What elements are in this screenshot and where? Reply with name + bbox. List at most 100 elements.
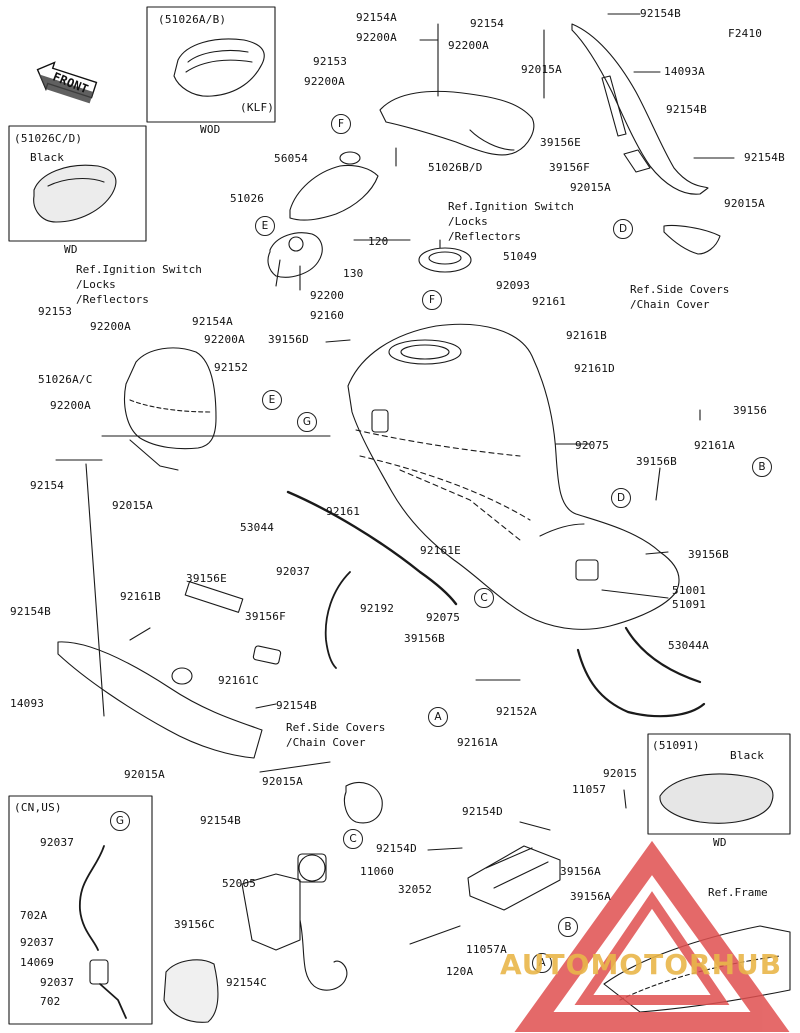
inset-frame-51091 <box>647 733 791 835</box>
part-label: 92200A <box>448 39 489 52</box>
part-label: 51001 <box>672 584 707 597</box>
part-label: 52005 <box>222 877 257 890</box>
part-label: 92093 <box>496 279 531 292</box>
inset-51026cd-title: (51026C/D) <box>14 132 83 145</box>
part-label: 51091 <box>672 598 707 611</box>
part-label: 92152 <box>214 361 249 374</box>
inset-frame-51026cd <box>8 125 147 242</box>
ref-ignition-left: Ref.Ignition Switch /Locks /Reflectors <box>76 263 202 306</box>
part-label: 92161B <box>120 590 161 603</box>
inset-51091-color: Black <box>730 749 765 762</box>
part-label: 92161E <box>420 544 461 557</box>
part-label: 56054 <box>274 152 309 165</box>
inset-51026cd-color: Black <box>30 151 65 164</box>
figure-code: F2410 <box>728 27 763 40</box>
part-label: 39156A <box>570 890 611 903</box>
part-label: 92037 <box>40 976 75 989</box>
watermark-text: AUTOMOTORHUB <box>500 948 783 981</box>
part-label: 53044 <box>240 521 275 534</box>
part-label: 92154B <box>10 605 51 618</box>
part-label: 92161C <box>218 674 259 687</box>
part-label: 92037 <box>40 836 75 849</box>
part-label: 92037 <box>20 936 55 949</box>
part-label: 92154D <box>376 842 417 855</box>
part-label: 11060 <box>360 865 395 878</box>
part-label: 39156B <box>636 455 677 468</box>
part-label: 702 <box>40 995 61 1008</box>
part-label: 39156E <box>540 136 581 149</box>
callout-b: B <box>558 917 578 937</box>
part-label: 32052 <box>398 883 433 896</box>
callout-f: F <box>331 114 351 134</box>
part-label: 39156E <box>186 572 227 585</box>
ref-side-covers-right: Ref.Side Covers /Chain Cover <box>630 283 730 311</box>
part-label: 51026B/D <box>428 161 483 174</box>
part-label: 92154 <box>470 17 505 30</box>
part-label: 92200A <box>50 399 91 412</box>
inset-frame-51026ab <box>146 6 276 123</box>
part-label: 92161D <box>574 362 615 375</box>
callout-c: C <box>474 588 494 608</box>
part-label: 51049 <box>503 250 538 263</box>
part-label: 92161B <box>566 329 607 342</box>
callout-e: E <box>262 390 282 410</box>
callout-d: D <box>611 488 631 508</box>
part-label: 130 <box>343 267 364 280</box>
part-label: 39156 <box>733 404 768 417</box>
callout-g: G <box>110 811 130 831</box>
part-label: 92154A <box>192 315 233 328</box>
part-label: 39156D <box>268 333 309 346</box>
callout-a: A <box>532 953 552 973</box>
part-label: 92192 <box>360 602 395 615</box>
part-label: 92015A <box>262 775 303 788</box>
part-label: 92152A <box>496 705 537 718</box>
inset-cn-us-title: (CN,US) <box>14 801 62 814</box>
inset-frame-cn-us <box>8 795 153 1025</box>
callout-a: A <box>428 707 448 727</box>
inset-51026cd-caption: WD <box>64 243 78 256</box>
part-label: 92200A <box>204 333 245 346</box>
inset-51026ab-title: (51026A/B) <box>158 13 227 26</box>
part-label: 92154B <box>200 814 241 827</box>
part-label: 51026 <box>230 192 265 205</box>
inset-51026ab-caption: WOD <box>200 123 221 136</box>
inset-51091-caption: WD <box>713 836 727 849</box>
part-label: 39156F <box>245 610 286 623</box>
part-label: 92154A <box>356 11 397 24</box>
part-label: 92200 <box>310 289 345 302</box>
ref-frame: Ref.Frame <box>708 886 768 899</box>
part-label: 92161 <box>326 505 361 518</box>
part-label: 92200A <box>90 320 131 333</box>
callout-d: D <box>613 219 633 239</box>
part-label: 92154B <box>744 151 785 164</box>
part-label: 92154C <box>226 976 267 989</box>
part-label: 92200A <box>304 75 345 88</box>
part-label: 39156F <box>549 161 590 174</box>
part-label: 39156A <box>560 865 601 878</box>
part-label: 11057 <box>572 783 607 796</box>
callout-e: E <box>255 216 275 236</box>
part-label: 39156B <box>688 548 729 561</box>
part-label: 53044A <box>668 639 709 652</box>
part-label: 702A <box>20 909 48 922</box>
part-label: 92015A <box>724 197 765 210</box>
watermark-logo-icon <box>514 840 790 1032</box>
part-label: 92015A <box>570 181 611 194</box>
part-label: 92160 <box>310 309 345 322</box>
part-label: 92015A <box>521 63 562 76</box>
part-label: 92154B <box>276 699 317 712</box>
part-label: 92161A <box>694 439 735 452</box>
part-label: 92154 <box>30 479 65 492</box>
part-label: 14093A <box>664 65 705 78</box>
part-label: 92154D <box>462 805 503 818</box>
part-label: 92015A <box>112 499 153 512</box>
callout-g: G <box>297 412 317 432</box>
part-label: 92075 <box>575 439 610 452</box>
part-label: 92075 <box>426 611 461 624</box>
part-label: 92161 <box>532 295 567 308</box>
part-label: 92154B <box>666 103 707 116</box>
ref-side-covers-center: Ref.Side Covers /Chain Cover <box>286 721 386 749</box>
inset-51026ab-sub: (KLF) <box>240 101 275 114</box>
callout-b: B <box>752 457 772 477</box>
